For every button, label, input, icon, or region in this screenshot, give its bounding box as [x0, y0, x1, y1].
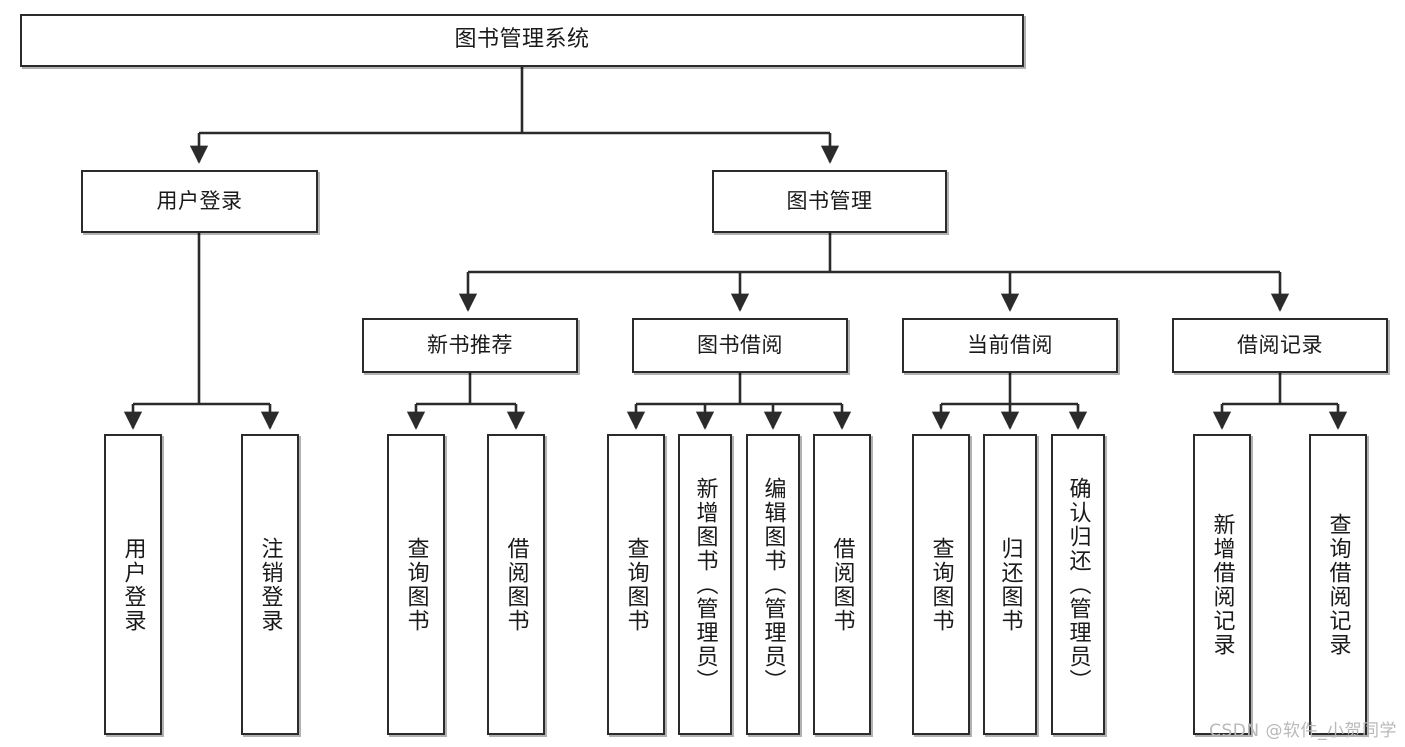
node-borrow-record-label: 借阅记录 — [1237, 332, 1323, 357]
leaf-return-book[interactable]: 归还图书 — [983, 434, 1037, 735]
leaf-query-book-1-label: 查询图书 — [403, 536, 429, 633]
node-current-borrow[interactable]: 当前借阅 — [902, 318, 1118, 373]
node-new-book-recommend-label: 新书推荐 — [427, 332, 513, 357]
leaf-query-book-1[interactable]: 查询图书 — [387, 434, 445, 735]
leaf-add-record-label: 新增借阅记录 — [1209, 512, 1235, 657]
node-root[interactable]: 图书管理系统 — [20, 14, 1024, 67]
leaf-borrow-book-2-label: 借阅图书 — [829, 536, 855, 633]
node-current-borrow-label: 当前借阅 — [967, 332, 1053, 357]
leaf-query-record[interactable]: 查询借阅记录 — [1309, 434, 1367, 735]
node-user-login-label: 用户登录 — [156, 188, 243, 213]
node-root-label: 图书管理系统 — [454, 27, 590, 53]
leaf-query-book-3[interactable]: 查询图书 — [912, 434, 970, 735]
leaf-confirm-return-label: 确认归还（管理员） — [1065, 476, 1091, 693]
node-book-borrow[interactable]: 图书借阅 — [632, 318, 848, 373]
leaf-borrow-book-2[interactable]: 借阅图书 — [813, 434, 871, 735]
leaf-borrow-book-1-label: 借阅图书 — [503, 536, 529, 633]
leaf-query-book-2-label: 查询图书 — [623, 536, 649, 633]
node-book-borrow-label: 图书借阅 — [697, 332, 783, 357]
node-book-manage-label: 图书管理 — [786, 188, 873, 213]
node-borrow-record[interactable]: 借阅记录 — [1172, 318, 1388, 373]
leaf-query-book-2[interactable]: 查询图书 — [607, 434, 665, 735]
leaf-edit-book-label: 编辑图书（管理员） — [760, 476, 786, 693]
node-user-login[interactable]: 用户登录 — [81, 170, 318, 233]
leaf-query-book-3-label: 查询图书 — [928, 536, 954, 633]
csdn-watermark: CSDN @软件_小贺同学 — [1209, 721, 1397, 741]
leaf-query-record-label: 查询借阅记录 — [1325, 512, 1351, 657]
leaf-borrow-book-1[interactable]: 借阅图书 — [487, 434, 545, 735]
node-book-manage[interactable]: 图书管理 — [712, 170, 947, 233]
leaf-logout-label: 注销登录 — [257, 536, 283, 633]
leaf-user-login-label: 用户登录 — [120, 536, 146, 633]
node-new-book-recommend[interactable]: 新书推荐 — [362, 318, 578, 373]
leaf-add-book[interactable]: 新增图书（管理员） — [678, 434, 732, 735]
leaf-return-book-label: 归还图书 — [997, 536, 1023, 633]
leaf-user-login[interactable]: 用户登录 — [104, 434, 162, 735]
leaf-logout[interactable]: 注销登录 — [241, 434, 299, 735]
leaf-add-book-label: 新增图书（管理员） — [692, 476, 718, 693]
leaf-add-record[interactable]: 新增借阅记录 — [1193, 434, 1251, 735]
leaf-edit-book[interactable]: 编辑图书（管理员） — [746, 434, 800, 735]
leaf-confirm-return[interactable]: 确认归还（管理员） — [1051, 434, 1105, 735]
